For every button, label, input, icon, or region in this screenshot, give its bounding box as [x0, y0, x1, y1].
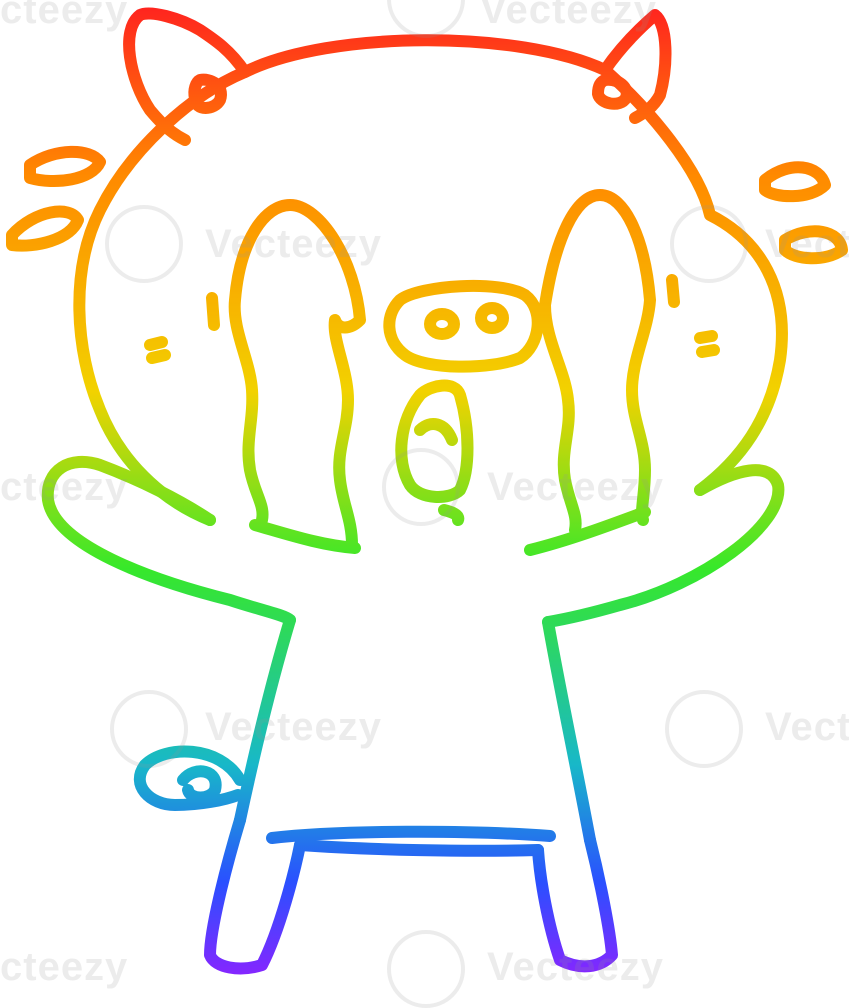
watermark-text-bottom-right: Vecteezy [487, 945, 665, 989]
watermark-logo-lower-right [665, 690, 743, 768]
watermark-text-upper-left: Vecteezy [205, 222, 383, 266]
right-leg-outline [532, 834, 618, 973]
left-eye-tear-stream [228, 199, 366, 551]
left-ear-outline [123, 7, 251, 146]
crotch-line [294, 839, 544, 857]
left-shoulder-line [249, 519, 361, 554]
right-blush-1 [694, 330, 718, 344]
mouth-inner-line [414, 418, 458, 446]
left-blush-2 [146, 349, 171, 364]
right-nostril [475, 302, 509, 334]
watermark-logo-middle [382, 448, 460, 526]
watermark-text-bottom-left: cteezy [0, 945, 129, 989]
tear-drop-right-lower [779, 225, 848, 265]
tear-drop-left-upper [24, 145, 106, 188]
watermark-text-middle-left: cteezy [0, 465, 129, 509]
crying-pig-illustration [6, 7, 848, 975]
watermark-logo-bottom [387, 930, 465, 1008]
watermark-text-lower-right: Vecteezy [765, 705, 849, 749]
watermark-text-lower-left: Vecteezy [205, 705, 383, 749]
right-ear-outline [599, 9, 672, 124]
curly-tail [133, 745, 246, 811]
watermark-text-middle-right: Vecteezy [487, 465, 665, 509]
right-eye-tear-stream [539, 189, 656, 536]
hip-line [266, 825, 556, 844]
watermark-text-top-right: Vecteezy [480, 0, 658, 32]
left-leg-outline [204, 814, 306, 975]
left-nostril [424, 308, 460, 340]
watermark-text-upper-right: Vecteezy [765, 222, 849, 266]
left-arm-outline [41, 455, 296, 626]
left-cheek-mark [206, 292, 220, 331]
right-blush-2 [696, 344, 720, 358]
right-arm-outline [542, 464, 785, 628]
tear-drop-left-lower [6, 205, 84, 252]
watermark-text-top-left: cteezy [0, 0, 129, 32]
watermark-logo-upper-left [105, 205, 183, 283]
pig-snout [383, 279, 544, 373]
tear-drop-right-upper [759, 161, 831, 203]
right-ear-inner [592, 73, 633, 110]
right-cheek-mark [666, 274, 680, 308]
watermark-logo-lower-left [110, 690, 188, 768]
left-blush-1 [144, 336, 168, 351]
watermark-logo-upper-right [670, 205, 748, 283]
right-shoulder-line [524, 506, 651, 556]
crying-mouth [395, 379, 474, 503]
pig-body-right-side [542, 616, 596, 846]
left-ear-inner [188, 73, 227, 114]
pig-body-left-side [234, 614, 296, 826]
